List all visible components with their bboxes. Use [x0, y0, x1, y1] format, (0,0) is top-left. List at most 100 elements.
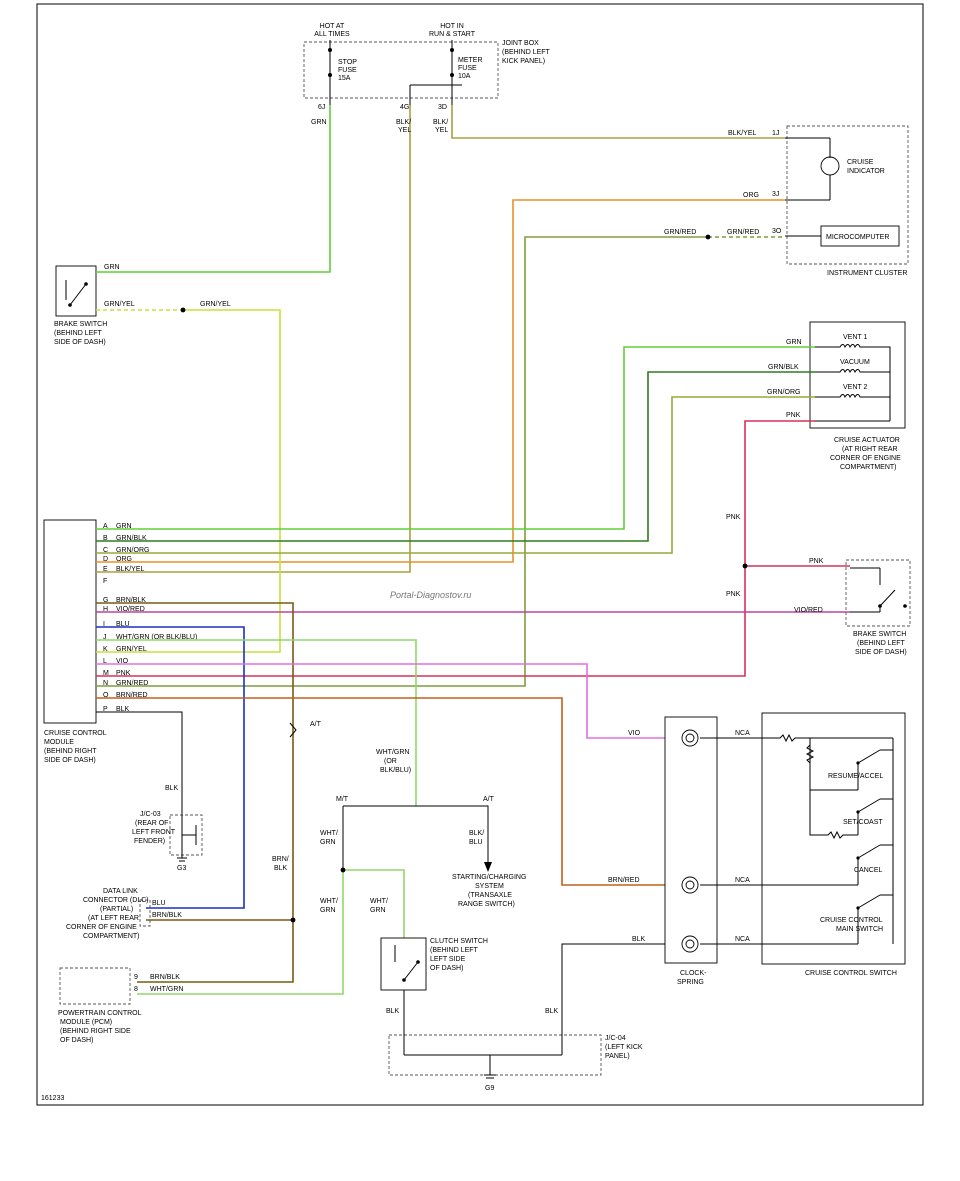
ccm-pin-wire-label: WHT/GRN (OR BLK/BLU): [116, 634, 197, 641]
svg-text:(AT LEFT REAR: (AT LEFT REAR: [88, 915, 139, 922]
svg-text:9: 9: [134, 974, 138, 981]
svg-text:LEFT SIDE: LEFT SIDE: [430, 956, 466, 963]
svg-text:MODULE (PCM): MODULE (PCM): [60, 1019, 112, 1026]
ccm-pin-letter: K: [103, 646, 108, 653]
ccm-pin-wire-label: ORG: [116, 556, 132, 563]
svg-text:HOT IN: HOT IN: [440, 23, 464, 30]
ccm-pin-letter: O: [103, 692, 109, 699]
svg-text:NCA: NCA: [735, 936, 750, 943]
svg-text:YEL: YEL: [398, 127, 411, 134]
wire-vio-l: [96, 663, 665, 739]
svg-text:RANGE SWITCH): RANGE SWITCH): [458, 901, 515, 908]
svg-text:CRUISE: CRUISE: [847, 159, 874, 166]
svg-text:BRN/: BRN/: [272, 856, 289, 863]
svg-text:NCA: NCA: [735, 730, 750, 737]
svg-text:BLK: BLK: [274, 865, 288, 872]
svg-text:BRN/BLK: BRN/BLK: [150, 974, 180, 981]
svg-text:VIO: VIO: [628, 730, 641, 737]
svg-text:MICROCOMPUTER: MICROCOMPUTER: [826, 234, 889, 241]
svg-text:3O: 3O: [772, 228, 782, 235]
svg-text:(TRANSAXLE: (TRANSAXLE: [468, 892, 512, 899]
svg-text:SYSTEM: SYSTEM: [475, 883, 504, 890]
svg-text:8: 8: [134, 986, 138, 993]
ccm-pin-wire-label: PNK: [116, 670, 131, 677]
watermark: Portal-Diagnostov.ru: [390, 590, 471, 600]
svg-text:CORNER OF ENGINE: CORNER OF ENGINE: [830, 455, 901, 462]
svg-text:PANEL): PANEL): [605, 1053, 630, 1060]
clockspring-coil-icon: [681, 876, 699, 894]
svg-text:CLOCK-: CLOCK-: [680, 970, 707, 977]
wire-grn-red-n: [96, 236, 708, 687]
wire-grn-blk-b: [96, 371, 815, 542]
svg-text:PNK: PNK: [726, 514, 741, 521]
ccm-pin-letter: D: [103, 556, 108, 563]
wire-brn-blk-g: [96, 602, 294, 983]
wire-grn-stop: [96, 105, 331, 273]
ccm-pin-wire-label: GRN/YEL: [116, 646, 147, 653]
cruise-control-module: CRUISE CONTROL MODULE (BEHIND RIGHT SIDE…: [43, 519, 107, 764]
svg-text:LEFT FRONT: LEFT FRONT: [132, 829, 176, 836]
svg-text:CONNECTOR (DLC): CONNECTOR (DLC): [83, 897, 149, 904]
svg-text:(OR: (OR: [384, 758, 397, 765]
ccm-pin-letter: B: [103, 535, 108, 542]
svg-text:BLK: BLK: [545, 1008, 559, 1015]
ccm-pin-wire-label: GRN/ORG: [116, 547, 149, 554]
brake-switch-right: BRAKE SWITCH (BEHIND LEFT SIDE OF DASH): [845, 559, 911, 656]
svg-text:INSTRUMENT CLUSTER: INSTRUMENT CLUSTER: [827, 270, 907, 277]
wire-brn-red-o: [96, 697, 665, 886]
ccm-pin-wire-label: BRN/RED: [116, 692, 148, 699]
meter-fuse-label: METER: [458, 57, 483, 64]
svg-text:BLK/YEL: BLK/YEL: [728, 130, 757, 137]
instrument-cluster: INSTRUMENT CLUSTER CRUISE INDICATOR MICR…: [772, 125, 909, 277]
clockspring: CLOCK- SPRING: [664, 716, 762, 986]
ccm-pin-wire-label: BRN/BLK: [116, 597, 146, 604]
svg-text:6J: 6J: [318, 104, 325, 111]
svg-text:(BEHIND LEFT: (BEHIND LEFT: [502, 49, 551, 56]
svg-text:DATA LINK: DATA LINK: [103, 888, 138, 895]
svg-text:RESUME/ACCEL: RESUME/ACCEL: [828, 773, 883, 780]
svg-text:BRN/BLK: BRN/BLK: [152, 912, 182, 919]
svg-text:CANCEL: CANCEL: [854, 867, 883, 874]
svg-text:VENT 1: VENT 1: [843, 334, 867, 341]
svg-text:3D: 3D: [438, 104, 447, 111]
svg-text:GRN/YEL: GRN/YEL: [200, 301, 231, 308]
svg-text:GRN: GRN: [320, 907, 336, 914]
svg-text:SIDE OF DASH): SIDE OF DASH): [44, 757, 96, 764]
ccm-pin-letter: P: [103, 706, 108, 713]
ccm-pin-letter: G: [103, 597, 108, 604]
svg-text:BLK/: BLK/: [433, 119, 448, 126]
svg-text:A/T: A/T: [483, 796, 495, 803]
svg-text:(BEHIND LEFT: (BEHIND LEFT: [54, 330, 103, 337]
svg-text:GRN: GRN: [786, 339, 802, 346]
svg-text:FUSE: FUSE: [458, 65, 477, 72]
arrow-at: [289, 722, 297, 738]
ccm-pin-letter: A: [103, 523, 108, 530]
wire-wht-grn-pcm: [137, 870, 344, 995]
svg-text:BLK: BLK: [386, 1008, 400, 1015]
svg-text:WHT/GRN: WHT/GRN: [376, 749, 409, 756]
brake-switch-top: BRAKE SWITCH (BEHIND LEFT SIDE OF DASH): [54, 265, 107, 346]
svg-text:SPRING: SPRING: [677, 979, 704, 986]
wire-grn-a: [96, 346, 815, 530]
svg-text:PNK: PNK: [726, 591, 741, 598]
svg-text:VACUUM: VACUUM: [840, 359, 870, 366]
starting-charging-system: STARTING/CHARGING SYSTEM (TRANSAXLE RANG…: [452, 874, 526, 908]
jc-04: J/C-04 (LEFT KICK PANEL) G9: [388, 1030, 643, 1092]
svg-text:CRUISE ACTUATOR: CRUISE ACTUATOR: [834, 437, 900, 444]
svg-text:PNK: PNK: [786, 412, 801, 419]
ccm-pin-wire-label: GRN/RED: [116, 680, 148, 687]
wire-blk-yel-e: [96, 105, 411, 573]
svg-text:GRN: GRN: [320, 839, 336, 846]
svg-text:CRUISE CONTROL: CRUISE CONTROL: [44, 730, 107, 737]
wire-blk-clockspring: [561, 943, 665, 1030]
svg-text:MODULE: MODULE: [44, 739, 74, 746]
ccm-pin-wire-label: BLK: [116, 706, 130, 713]
svg-text:G9: G9: [485, 1085, 494, 1092]
svg-text:10A: 10A: [458, 73, 471, 80]
wire-wht-grn-clutch: [343, 869, 405, 938]
svg-text:RUN & START: RUN & START: [429, 31, 476, 38]
svg-text:CORNER OF ENGINE: CORNER OF ENGINE: [66, 924, 137, 931]
svg-text:(BEHIND LEFT: (BEHIND LEFT: [857, 640, 906, 647]
